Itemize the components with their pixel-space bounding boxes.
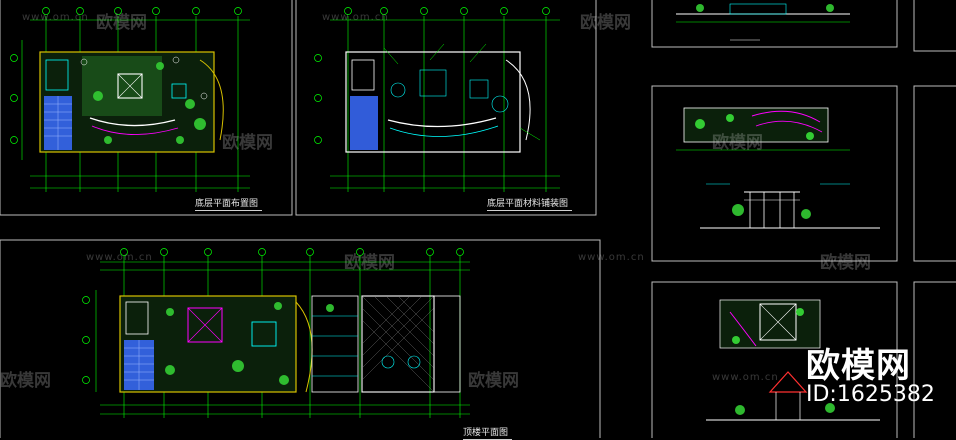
watermark-brand: 欧模网 — [344, 253, 395, 273]
plan-3 — [82, 248, 470, 418]
sheet-frame-3 — [0, 239, 601, 438]
watermark-site: www.om.cn — [578, 252, 645, 263]
sheet-frame-6 — [651, 281, 898, 438]
plan-arc-sheet — [676, 107, 850, 151]
elevation-top — [676, 3, 850, 41]
sheet-frame-4 — [651, 0, 898, 48]
watermark-brand: 欧模网 — [468, 371, 519, 391]
watermark-brand: 欧模网 — [580, 13, 631, 33]
watermark-site: www.om.cn — [22, 12, 89, 23]
watermark-site: www.om.cn — [86, 252, 153, 263]
sheet-title-1: 底层平面布置图 — [195, 196, 263, 211]
sheet-frame-9 — [913, 281, 956, 438]
watermark-brand: 欧模网 — [820, 253, 871, 273]
sheet-frame-8 — [913, 85, 956, 262]
sheet-frame-1 — [0, 0, 293, 216]
watermark-site: www.om.cn — [712, 372, 779, 383]
brand-logo-text: 欧模网 — [806, 346, 911, 386]
plan-2 — [314, 7, 560, 192]
watermark-brand: 欧模网 — [0, 371, 51, 391]
pergola-elevation — [700, 183, 880, 229]
sheet-frame-5 — [651, 85, 898, 262]
plan-1 — [10, 7, 250, 192]
sheet-frame-7 — [913, 0, 956, 52]
model-id-label: ID:1625382 — [806, 382, 935, 407]
sheet-title-3: 顶楼平面图 — [463, 425, 513, 440]
watermark-brand: 欧模网 — [222, 133, 273, 153]
sheet-title-2: 底层平面材料铺装图 — [487, 196, 573, 211]
watermark-site: www.om.cn — [322, 12, 389, 23]
watermark-brand: 欧模网 — [96, 13, 147, 33]
sheet-frame-2 — [295, 0, 597, 216]
pavilion-sheet — [706, 299, 880, 421]
watermark-brand: 欧模网 — [712, 133, 763, 153]
